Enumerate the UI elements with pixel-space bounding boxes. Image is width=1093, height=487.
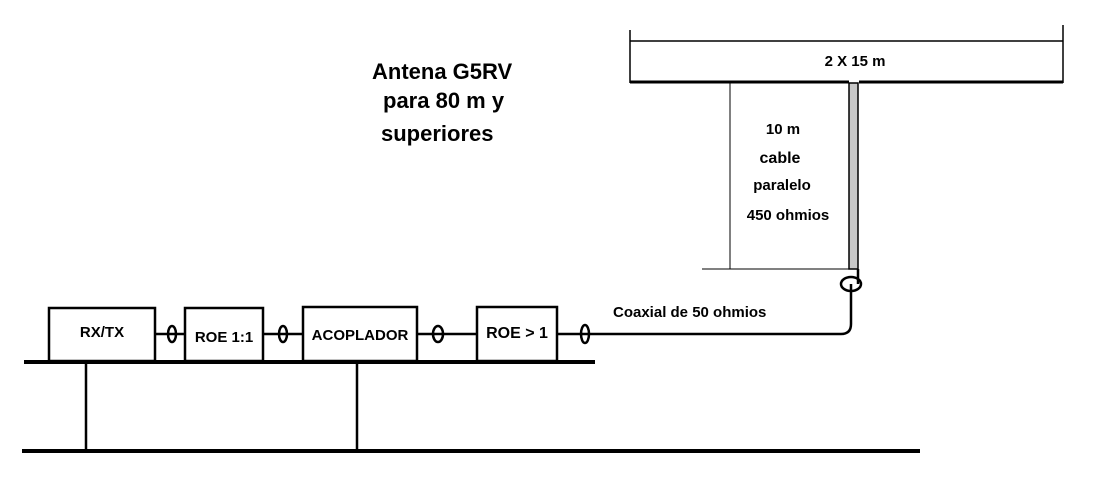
- title-line-1: Antena G5RV: [372, 59, 513, 84]
- connector-icon: [277, 324, 289, 344]
- box-label-roe-1-1: ROE 1:1: [195, 329, 253, 346]
- connector-icon: [431, 324, 445, 344]
- connector-icon: [579, 323, 591, 345]
- ladder-label-1: 10 m: [766, 121, 800, 138]
- dipole-label: 2 X 15 m: [825, 53, 886, 70]
- box-label-rx-tx: RX/TX: [80, 324, 124, 341]
- coax-label: Coaxial de 50 ohmios: [613, 304, 766, 321]
- connection-wires: [155, 323, 591, 345]
- ladder-line: [702, 82, 859, 270]
- equipment-boxes: [47, 305, 559, 363]
- ladder-label-3: paralelo: [753, 177, 811, 194]
- ladder-label-4: 450 ohmios: [747, 207, 830, 224]
- title: Antena G5RV para 80 m y superiores: [372, 59, 513, 146]
- box-label-acoplador: ACOPLADOR: [312, 327, 409, 344]
- ground-bus: [22, 360, 920, 453]
- connector-icon: [166, 324, 178, 344]
- ladder-label-2: cable: [760, 150, 801, 167]
- title-line-3: superiores: [381, 121, 494, 146]
- box-label-roe-gt-1: ROE > 1: [486, 325, 548, 342]
- dipole-antenna: [629, 25, 1064, 84]
- coax-cable: [557, 269, 863, 336]
- title-line-2: para 80 m y: [383, 88, 505, 113]
